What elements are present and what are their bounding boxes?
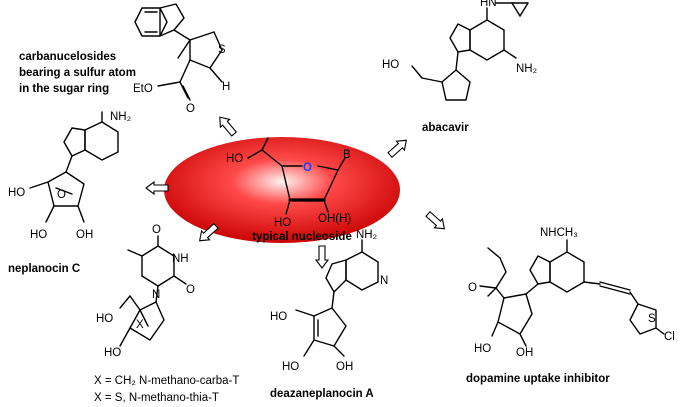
sulfur-atom-s: S: [218, 44, 226, 56]
deazaneplanocin-ho-bottom: HO: [282, 361, 299, 373]
sulfur-carbonyl-o: O: [186, 103, 195, 115]
neplanocin-c-nh2: NH₂: [110, 111, 131, 123]
deazaneplanocin-n: N: [380, 275, 388, 287]
compound-neplanocin-c: NH₂ HO O HO OH neplanocin C: [8, 111, 131, 275]
neplanocin-c-caption: neplanocin C: [8, 263, 80, 275]
abacavir-ho: HO: [382, 59, 399, 71]
center-title: typical nucleoside: [252, 231, 352, 243]
compound-methano-t: O NH O N HO X HO X = CH₂ N-methano-carba…: [94, 224, 239, 404]
methano-t-ho-bottom: HO: [104, 347, 121, 359]
center-ho-top: HO: [226, 153, 243, 165]
sulfur-caption-line-3: in the sugar ring: [19, 83, 109, 95]
methano-t-o-right: O: [186, 284, 195, 296]
methano-t-structure-bonds: [119, 235, 187, 347]
center-base-label: B: [343, 149, 351, 161]
neplanocin-c-oh: OH: [76, 229, 93, 241]
arrow-to-neplanocin-c: [145, 180, 169, 196]
sulfur-eto: EtO: [133, 83, 153, 95]
methano-t-ho-top: HO: [96, 313, 113, 325]
arrow-to-methano-t: [198, 222, 219, 242]
deazaneplanocin-oh: OH: [336, 361, 353, 373]
sulfur-structure-bonds: [134, 3, 223, 101]
methano-t-n: N: [152, 289, 160, 301]
arrow-to-sulfur-analogue: [219, 116, 238, 137]
sulfur-atom-h: H: [222, 81, 230, 93]
arrow-to-abacavir: [387, 139, 408, 159]
dopamine-inhibitor-carbonyl-o: O: [468, 282, 477, 294]
compound-sulfur-carbanucleoside: S H EtO O carbanucelosides bearing a sul…: [19, 3, 230, 115]
compound-abacavir: HN NH₂ HO abacavir: [382, 0, 537, 134]
dopamine-inhibitor-oh: OH: [516, 347, 533, 359]
neplanocin-c-ho-bottom: HO: [30, 229, 47, 241]
deazaneplanocin-caption: deazaneplanocin A: [270, 388, 374, 400]
dopamine-inhibitor-ho: HO: [474, 343, 491, 355]
arrow-to-deazaneplanocin: [314, 245, 330, 269]
deazaneplanocin-ho-top: HO: [270, 311, 287, 323]
arrows: [145, 116, 446, 269]
dopamine-inhibitor-structure-bonds: [479, 239, 665, 347]
methano-t-x: X: [136, 319, 144, 331]
center-ring-oxygen: O: [303, 162, 312, 174]
methano-t-o-top: O: [152, 224, 161, 236]
compound-dopamine-uptake-inhibitor: NHCH₃ O S Cl HO OH dopamine uptake inhib…: [466, 227, 675, 385]
abacavir-nh2: NH₂: [516, 63, 537, 75]
sulfur-caption-line-2: bearing a sulfur atom: [19, 67, 136, 79]
center-oh-right: OH(H): [318, 213, 351, 225]
neplanocin-c-ho-top: HO: [8, 187, 25, 199]
deazaneplanocin-nh2: NH₂: [356, 229, 377, 241]
methano-t-nh: NH: [172, 253, 189, 265]
deazaneplanocin-structure-bonds: [295, 239, 379, 357]
dopamine-inhibitor-thiophene-s: S: [648, 313, 656, 325]
arrow-to-dopamine-inhibitor: [425, 210, 446, 230]
center-ho-bottom: HO: [274, 217, 291, 229]
abacavir-structure-bonds: [411, 2, 529, 101]
sulfur-caption-line-1: carbanucelosides: [19, 51, 116, 63]
methano-t-note-1: X = CH₂ N-methano-carba-T: [94, 375, 239, 387]
abacavir-hn: HN: [480, 0, 497, 9]
neplanocin-c-epoxide-o: O: [57, 189, 66, 201]
center-nucleoside: O B HO HO OH(H) typical nucleoside: [164, 137, 400, 243]
neplanocin-c-structure-bonds: [29, 111, 119, 223]
dopamine-inhibitor-nhch3: NHCH₃: [540, 227, 578, 239]
compound-deazaneplanocin-a: NH₂ N HO HO OH deazaneplanocin A: [270, 229, 388, 400]
methano-t-note-2: X = S, N-methano-thia-T: [94, 392, 219, 404]
abacavir-caption: abacavir: [422, 122, 469, 134]
center-structure-bonds: [247, 137, 346, 215]
dopamine-inhibitor-cl: Cl: [664, 331, 675, 343]
dopamine-inhibitor-caption: dopamine uptake inhibitor: [466, 373, 610, 385]
